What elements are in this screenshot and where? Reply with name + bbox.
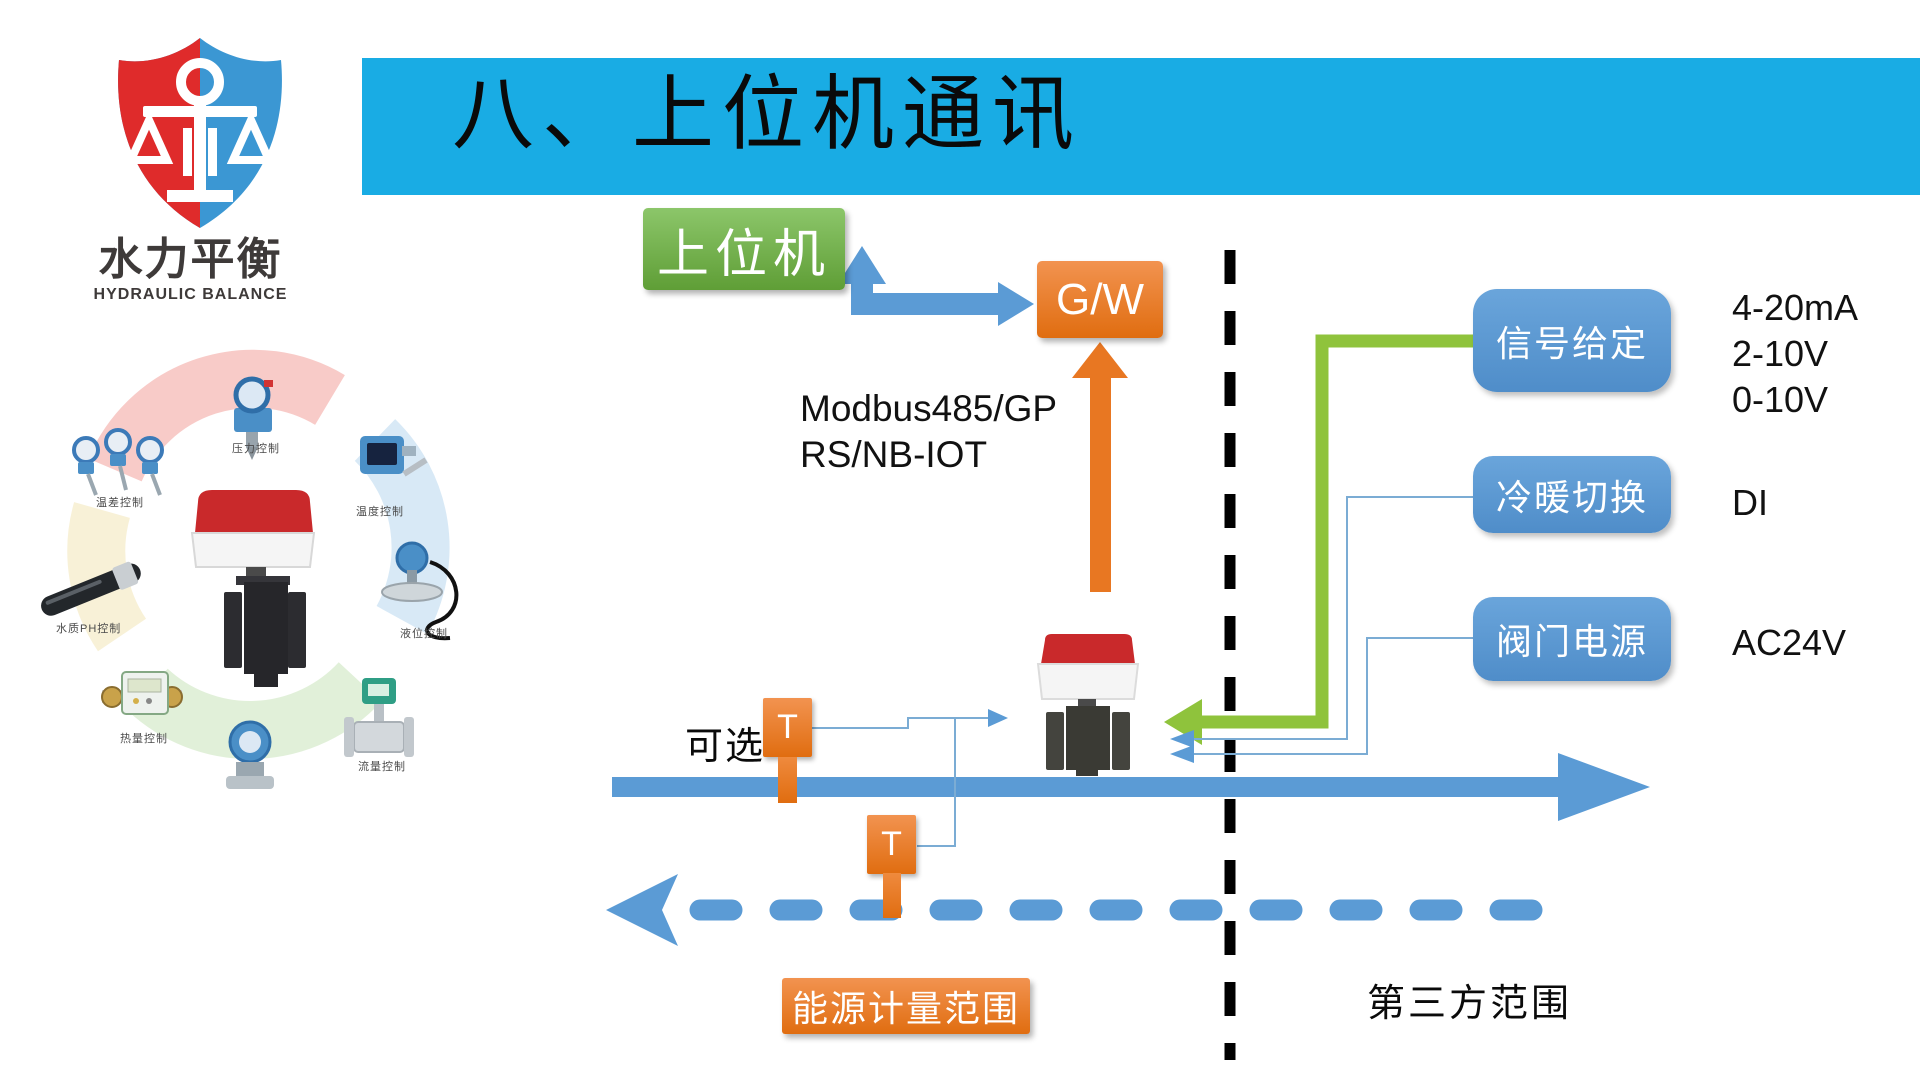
pipe-valve-image — [1036, 634, 1140, 776]
logo-subtitle: HYDRAULIC BALANCE — [93, 286, 288, 303]
return-pipe-arrow — [606, 874, 1583, 946]
valve-gateway-arrow — [1072, 342, 1128, 592]
label-pressure-control: 压力控制 — [232, 443, 280, 455]
level-sensor-image — [381, 541, 459, 641]
protocol-text: Modbus485/GP RS/NB-IOT — [800, 386, 1057, 478]
third-party-zone-label: 第三方范围 — [1367, 983, 1573, 1025]
label-heat-control: 热量控制 — [120, 733, 168, 745]
logo-name: 水力平衡 — [98, 235, 283, 284]
label-temperature-control: 温度控制 — [356, 506, 404, 518]
temp-difference-sensors-image — [72, 428, 164, 496]
signal-value-2: 2-10V — [1732, 333, 1829, 374]
pressure-sensor-image — [233, 376, 273, 460]
supply-pipe-arrow — [612, 753, 1650, 821]
t-sensor-return-stem — [883, 873, 901, 918]
label-flow-control: 流量控制 — [358, 761, 406, 773]
valve-power-box: 阀门电源 — [1473, 597, 1671, 681]
t-sensor-supply-stem — [778, 757, 797, 803]
flow-meter-image — [344, 678, 414, 757]
optional-label: 可选 — [685, 726, 766, 768]
label-temp-diff-control: 温差控制 — [96, 497, 144, 509]
heat-meter-image — [101, 671, 183, 715]
signal-setpoint-box: 信号给定 — [1473, 289, 1671, 392]
protocol-line-1: Modbus485/GP — [800, 388, 1058, 429]
ph-probe-image — [41, 561, 141, 616]
signal-values: 4-20mA 2-10V 0-10V — [1732, 285, 1858, 423]
t-sensor-return: T — [867, 815, 916, 874]
signal-value-3: 0-10V — [1732, 379, 1829, 420]
bg-arc-yellow — [67, 502, 147, 652]
valve-power-line — [1170, 637, 1473, 763]
title-bar — [362, 58, 1920, 195]
logo-shield-icon — [105, 30, 295, 235]
energy-metering-zone-label: 能源计量范围 — [782, 978, 1030, 1034]
t2-signal-line — [917, 719, 956, 847]
dp-transmitter-image — [226, 720, 274, 789]
di-value: DI — [1732, 482, 1768, 523]
central-valve-image — [190, 490, 316, 687]
gateway-box: G/W — [1037, 261, 1163, 338]
temperature-sensor-image — [360, 436, 428, 477]
signal-line-green — [1164, 334, 1473, 745]
bg-arc-red — [88, 349, 345, 483]
host-gateway-arrow — [838, 246, 1034, 326]
ac24v-value: AC24V — [1732, 622, 1847, 663]
t-sensor-supply: T — [763, 698, 812, 757]
t1-signal-line — [812, 709, 1008, 729]
page-title: 八、上位机通讯 — [452, 69, 1083, 160]
signal-value-1: 4-20mA — [1732, 287, 1859, 328]
label-level-control: 液位控制 — [400, 628, 448, 640]
protocol-line-2: RS/NB-IOT — [800, 434, 988, 475]
host-computer-box: 上位机 — [643, 208, 845, 290]
product-collage — [30, 290, 460, 790]
label-ph-control: 水质PH控制 — [56, 623, 122, 635]
heatcool-line — [1170, 496, 1473, 748]
heat-cool-switch-box: 冷暖切换 — [1473, 456, 1671, 533]
